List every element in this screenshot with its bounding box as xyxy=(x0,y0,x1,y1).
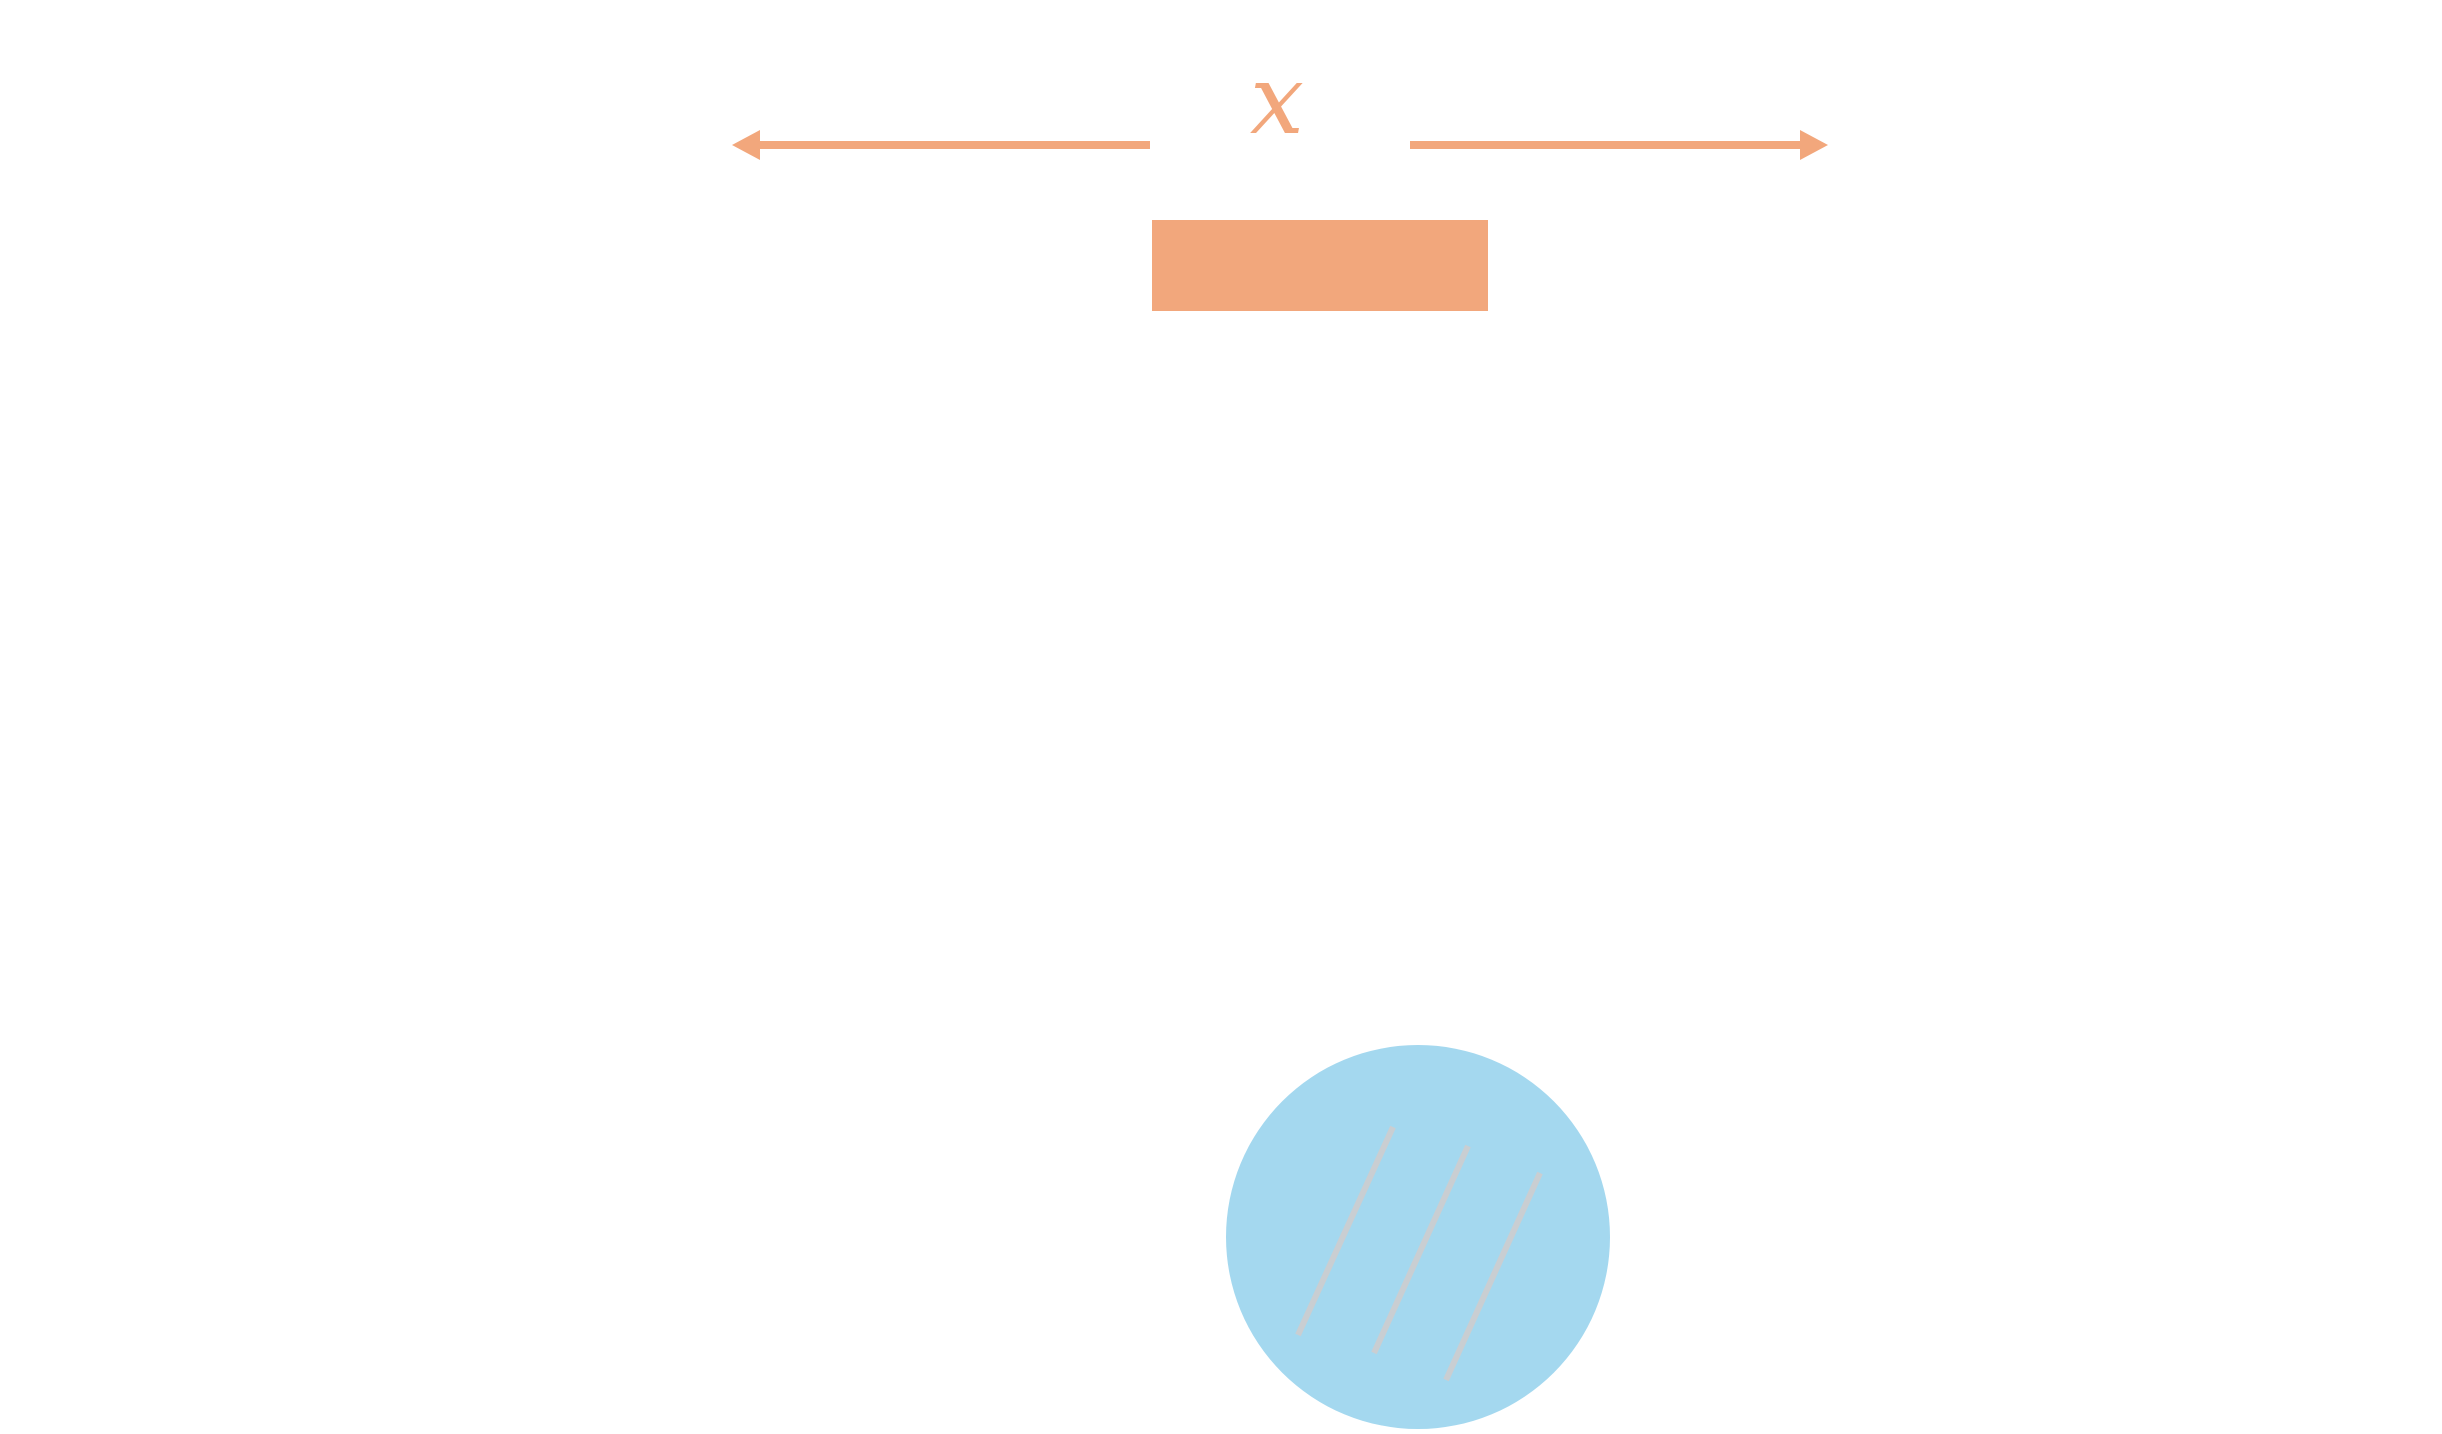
circle-line xyxy=(1295,1125,1396,1337)
arrow-right-head xyxy=(1800,130,1828,160)
orange-block xyxy=(1152,220,1488,311)
circle-body xyxy=(1226,1045,1610,1429)
arrow-right-icon xyxy=(1410,130,1828,160)
circle-line xyxy=(1443,1171,1543,1382)
arrow-left-icon xyxy=(732,130,1150,160)
circle-line xyxy=(1371,1144,1471,1355)
blue-circle xyxy=(1226,1045,1610,1429)
arrow-left-head xyxy=(732,130,760,160)
variable-label: x xyxy=(1250,44,1304,156)
